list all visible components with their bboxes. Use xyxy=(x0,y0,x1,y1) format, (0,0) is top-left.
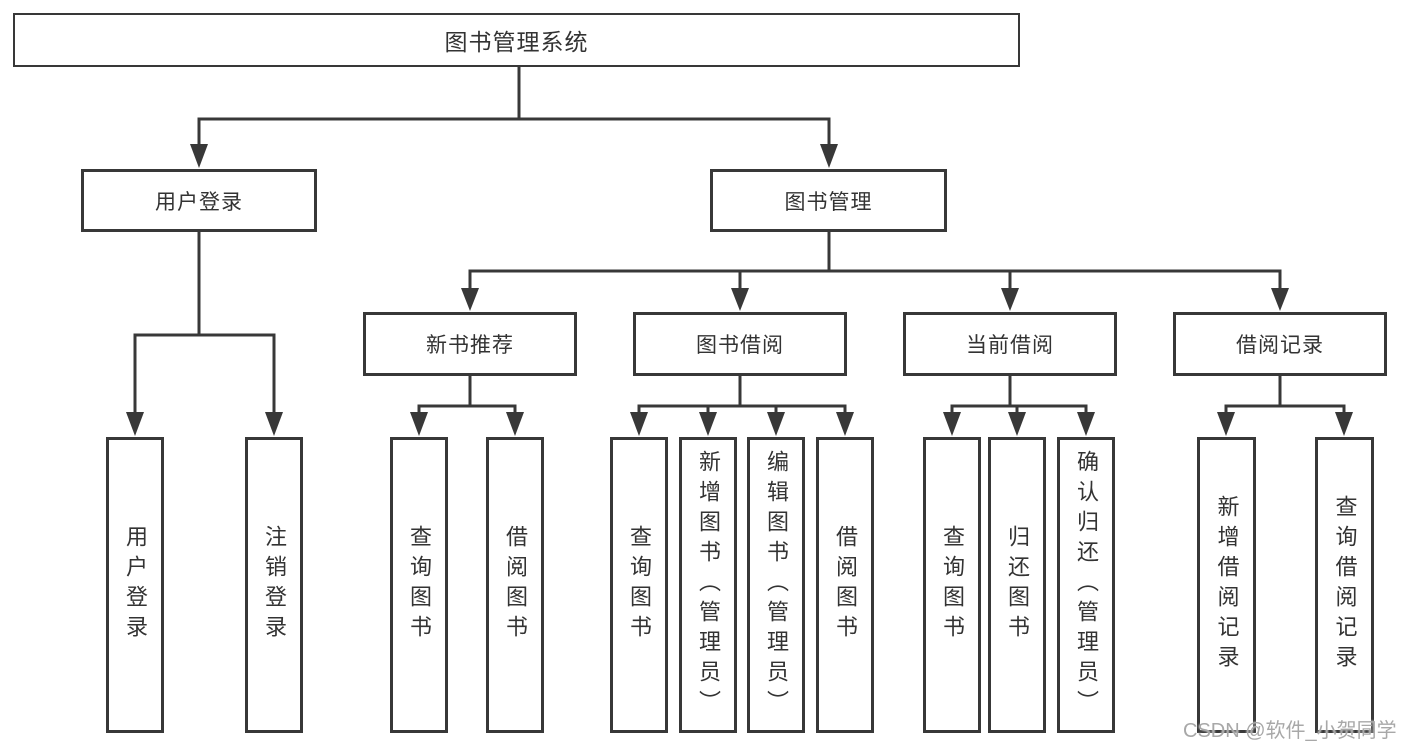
node-label: 图书借阅 xyxy=(696,334,784,357)
node-library-management-system: 图书管理系统 xyxy=(13,13,1020,67)
node-label: 借阅记录 xyxy=(1236,334,1324,357)
node-label: 图书管理 xyxy=(784,190,873,214)
leaf-confirm-return-admin: 确认归还（管理员） xyxy=(1057,437,1115,733)
leaf-query-books-current: 查询图书 xyxy=(923,437,981,733)
node-label: 图书管理系统 xyxy=(444,29,589,55)
leaf-query-books-recommend: 查询图书 xyxy=(390,437,448,733)
node-label: 新书推荐 xyxy=(426,334,514,357)
node-label: 用户登录 xyxy=(155,190,243,214)
arrowheads xyxy=(126,144,1353,436)
leaf-add-book-admin: 新增图书（管理员） xyxy=(679,437,737,733)
node-label: 归还图书 xyxy=(1005,525,1030,645)
node-label: 新增图书（管理员） xyxy=(696,450,721,720)
node-label: 查询借阅记录 xyxy=(1332,495,1358,675)
node-label: 借阅图书 xyxy=(503,525,528,645)
leaf-query-borrow-record: 查询借阅记录 xyxy=(1315,437,1374,733)
leaf-return-book: 归还图书 xyxy=(988,437,1046,733)
csdn-watermark: CSDN @软件_小贺同学 xyxy=(1183,720,1397,742)
node-current-borrowing: 当前借阅 xyxy=(903,312,1117,376)
node-label: 确认归还（管理员） xyxy=(1074,450,1099,720)
node-label: 借阅图书 xyxy=(833,525,858,645)
leaf-borrow-book: 借阅图书 xyxy=(816,437,874,733)
node-label: 新增借阅记录 xyxy=(1214,495,1240,675)
node-user-login: 用户登录 xyxy=(81,169,317,232)
leaf-logout: 注销登录 xyxy=(245,437,303,733)
node-label: 查询图书 xyxy=(627,525,652,645)
leaf-query-books-borrowing: 查询图书 xyxy=(610,437,668,733)
node-label: 查询图书 xyxy=(407,525,432,645)
tree-edges xyxy=(133,67,1346,414)
node-label: 注销登录 xyxy=(262,525,287,645)
node-label: 查询图书 xyxy=(940,525,965,645)
node-new-book-recommendation: 新书推荐 xyxy=(363,312,577,376)
node-label: 当前借阅 xyxy=(966,334,1054,357)
node-label: 编辑图书（管理员） xyxy=(764,450,789,720)
leaf-add-borrow-record: 新增借阅记录 xyxy=(1197,437,1256,733)
leaf-edit-book-admin: 编辑图书（管理员） xyxy=(747,437,805,733)
leaf-borrow-books-recommend: 借阅图书 xyxy=(486,437,544,733)
node-borrowing-records: 借阅记录 xyxy=(1173,312,1387,376)
node-book-borrowing: 图书借阅 xyxy=(633,312,847,376)
node-book-management: 图书管理 xyxy=(710,169,947,232)
leaf-user-login: 用户登录 xyxy=(106,437,164,733)
node-label: 用户登录 xyxy=(123,525,148,645)
